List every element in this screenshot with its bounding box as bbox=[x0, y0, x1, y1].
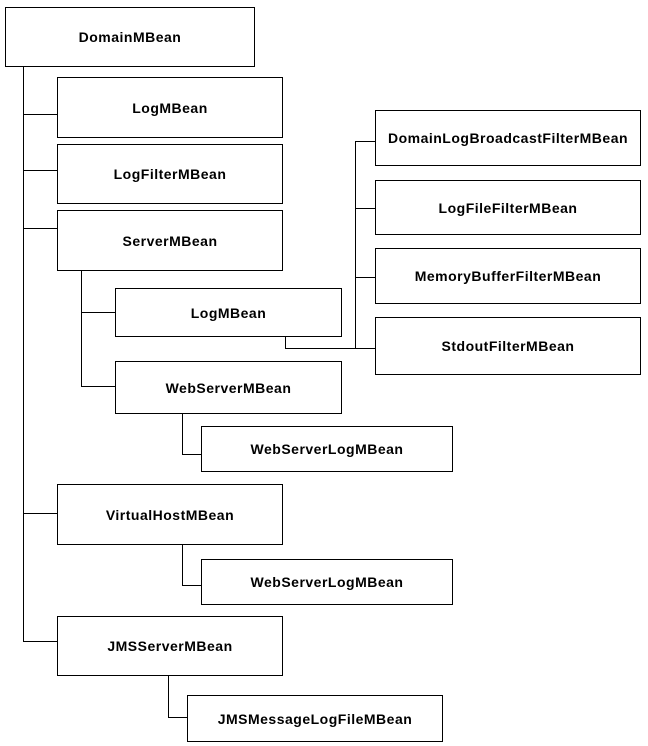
connector-stub-to-log-file-filter bbox=[355, 208, 376, 209]
connector-stub-to-web-server-log-2 bbox=[182, 585, 202, 586]
connector-stub-to-server-log-mbean bbox=[81, 312, 116, 313]
connector-stub-to-web-server-log-1 bbox=[182, 454, 202, 455]
connector-stub-to-web-server-mbean bbox=[81, 386, 116, 387]
node-label: LogMBean bbox=[132, 99, 208, 116]
node-label: ServerMBean bbox=[122, 232, 218, 249]
node-server-log-mbean: LogMBean bbox=[115, 288, 342, 337]
connector-stub-to-jms-message-log-file bbox=[168, 717, 188, 718]
connector-stub-to-memory-buffer-filter bbox=[355, 277, 376, 278]
node-label: WebServerLogMBean bbox=[250, 441, 404, 457]
connector-stub-to-virtual-host-mbean bbox=[23, 513, 58, 514]
connector-trunk-domain-children bbox=[23, 67, 24, 642]
node-web-server-log-mbean-1: WebServerLogMBean bbox=[201, 426, 453, 472]
node-label: LogFilterMBean bbox=[113, 166, 227, 182]
node-label: JMSMessageLogFileMBean bbox=[217, 710, 413, 727]
connector-stub-to-domain-log-broadcast-filter bbox=[355, 141, 376, 142]
node-log-filter-mbean: LogFilterMBean bbox=[57, 144, 283, 204]
node-label: LogMBean bbox=[190, 304, 267, 321]
connector-stub-to-server-mbean bbox=[23, 228, 58, 229]
node-log-mbean: LogMBean bbox=[57, 77, 283, 138]
node-label: WebServerMBean bbox=[165, 379, 292, 396]
node-memory-buffer-filter-mbean: MemoryBufferFilterMBean bbox=[375, 248, 641, 304]
node-label: DomainLogBroadcastFilterMBean bbox=[387, 130, 629, 146]
node-label: LogFileFilterMBean bbox=[438, 199, 578, 216]
node-web-server-log-mbean-2: WebServerLogMBean bbox=[201, 559, 453, 605]
node-label: StdoutFilterMBean bbox=[441, 338, 575, 354]
node-label: VirtualHostMBean bbox=[105, 506, 235, 523]
connector-trunk-jms-server-child bbox=[168, 676, 169, 718]
connector-stub-to-log-mbean bbox=[23, 114, 58, 115]
node-label: DomainMBean bbox=[78, 29, 182, 45]
node-label: MemoryBufferFilterMBean bbox=[414, 268, 602, 284]
connector-link-to-filters bbox=[285, 348, 376, 349]
node-log-file-filter-mbean: LogFileFilterMBean bbox=[375, 180, 641, 235]
node-stdout-filter-mbean: StdoutFilterMBean bbox=[375, 317, 641, 375]
connector-trunk-server-children bbox=[81, 271, 82, 387]
node-virtual-host-mbean: VirtualHostMBean bbox=[57, 484, 283, 545]
node-domain-mbean: DomainMBean bbox=[5, 7, 255, 67]
node-label: JMSServerMBean bbox=[107, 638, 233, 654]
connector-trunk-web-server-child bbox=[182, 414, 183, 455]
connector-trunk-filter-group bbox=[355, 141, 356, 349]
connector-stub-to-jms-server-mbean bbox=[23, 641, 58, 642]
node-server-mbean: ServerMBean bbox=[57, 210, 283, 271]
node-web-server-mbean: WebServerMBean bbox=[115, 361, 342, 414]
connector-trunk-virtual-host-child bbox=[182, 545, 183, 586]
node-domain-log-broadcast-filter-mbean: DomainLogBroadcastFilterMBean bbox=[375, 110, 641, 166]
node-jms-message-log-file-mbean: JMSMessageLogFileMBean bbox=[187, 695, 443, 742]
connector-drop-from-server-log-mbean bbox=[285, 337, 286, 349]
connector-stub-to-log-filter-mbean bbox=[23, 170, 58, 171]
node-jms-server-mbean: JMSServerMBean bbox=[57, 616, 283, 676]
node-label: WebServerLogMBean bbox=[250, 574, 404, 590]
